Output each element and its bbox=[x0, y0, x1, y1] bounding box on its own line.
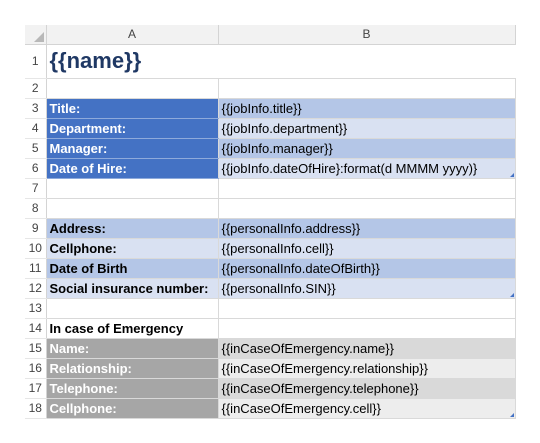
cell-a2[interactable] bbox=[46, 78, 219, 99]
emergency-label-name[interactable]: Name: bbox=[46, 338, 219, 359]
row-header[interactable]: 12 bbox=[25, 278, 47, 299]
row-header[interactable]: 13 bbox=[25, 298, 47, 319]
job-label-title[interactable]: Title: bbox=[46, 98, 219, 119]
row-header[interactable]: 1 bbox=[25, 44, 47, 79]
cell-b8[interactable] bbox=[218, 198, 516, 219]
emergency-value-cellphone[interactable]: {{inCaseOfEmergency.cell}} bbox=[218, 398, 516, 419]
personal-value-date-of-birth[interactable]: {{personalInfo.dateOfBirth}} bbox=[218, 258, 516, 279]
cell-b14[interactable] bbox=[218, 318, 516, 339]
row-header[interactable]: 18 bbox=[25, 398, 47, 419]
job-value-date-of-hire[interactable]: {{jobInfo.dateOfHire}:format(d MMMM yyyy… bbox=[218, 158, 516, 179]
job-value-title[interactable]: {{jobInfo.title}} bbox=[218, 98, 516, 119]
column-header-b[interactable]: B bbox=[218, 25, 516, 45]
cell-b7[interactable] bbox=[218, 178, 516, 199]
row-header[interactable]: 4 bbox=[25, 118, 47, 139]
select-all-triangle-icon bbox=[33, 31, 44, 42]
emergency-label-relationship[interactable]: Relationship: bbox=[46, 358, 219, 379]
spreadsheet-grid: A B 1 {{name}} 2 3 Title: {{jobInfo.titl… bbox=[25, 25, 516, 419]
emergency-value-relationship[interactable]: {{inCaseOfEmergency.relationship}} bbox=[218, 358, 516, 379]
row-header[interactable]: 15 bbox=[25, 338, 47, 359]
personal-label-sin[interactable]: Social insurance number: bbox=[46, 278, 219, 299]
row-header[interactable]: 14 bbox=[25, 318, 47, 339]
emergency-label-telephone[interactable]: Telephone: bbox=[46, 378, 219, 399]
row-header[interactable]: 16 bbox=[25, 358, 47, 379]
job-label-manager[interactable]: Manager: bbox=[46, 138, 219, 159]
personal-value-cellphone[interactable]: {{personalInfo.cell}} bbox=[218, 238, 516, 259]
row-header[interactable]: 11 bbox=[25, 258, 47, 279]
row-header[interactable]: 6 bbox=[25, 158, 47, 179]
row-header[interactable]: 5 bbox=[25, 138, 47, 159]
select-all-button[interactable] bbox=[25, 25, 47, 45]
row-header[interactable]: 3 bbox=[25, 98, 47, 119]
personal-value-sin[interactable]: {{personalInfo.SIN}} bbox=[218, 278, 516, 299]
table-resize-handle-icon[interactable] bbox=[510, 413, 514, 417]
cell-b13[interactable] bbox=[218, 298, 516, 319]
row-header[interactable]: 7 bbox=[25, 178, 47, 199]
cell-a7[interactable] bbox=[46, 178, 219, 199]
job-label-department[interactable]: Department: bbox=[46, 118, 219, 139]
job-label-date-of-hire[interactable]: Date of Hire: bbox=[46, 158, 219, 179]
row-header[interactable]: 8 bbox=[25, 198, 47, 219]
column-header-a[interactable]: A bbox=[46, 25, 219, 45]
row-header[interactable]: 10 bbox=[25, 238, 47, 259]
cell-b2[interactable] bbox=[218, 78, 516, 99]
personal-label-date-of-birth[interactable]: Date of Birth bbox=[46, 258, 219, 279]
emergency-value-name[interactable]: {{inCaseOfEmergency.name}} bbox=[218, 338, 516, 359]
personal-label-address[interactable]: Address: bbox=[46, 218, 219, 239]
cell-a13[interactable] bbox=[46, 298, 219, 319]
table-resize-handle-icon[interactable] bbox=[510, 293, 514, 297]
job-value-manager[interactable]: {{jobInfo.manager}} bbox=[218, 138, 516, 159]
cell-a8[interactable] bbox=[46, 198, 219, 219]
row-header[interactable]: 9 bbox=[25, 218, 47, 239]
emergency-heading[interactable]: In case of Emergency bbox=[46, 318, 219, 339]
emergency-label-cellphone[interactable]: Cellphone: bbox=[46, 398, 219, 419]
table-resize-handle-icon[interactable] bbox=[510, 173, 514, 177]
row-header[interactable]: 17 bbox=[25, 378, 47, 399]
name-placeholder-cell[interactable]: {{name}} bbox=[46, 44, 515, 79]
row-header[interactable]: 2 bbox=[25, 78, 47, 99]
emergency-value-telephone[interactable]: {{inCaseOfEmergency.telephone}} bbox=[218, 378, 516, 399]
personal-label-cellphone[interactable]: Cellphone: bbox=[46, 238, 219, 259]
job-value-department[interactable]: {{jobInfo.department}} bbox=[218, 118, 516, 139]
personal-value-address[interactable]: {{personalInfo.address}} bbox=[218, 218, 516, 239]
